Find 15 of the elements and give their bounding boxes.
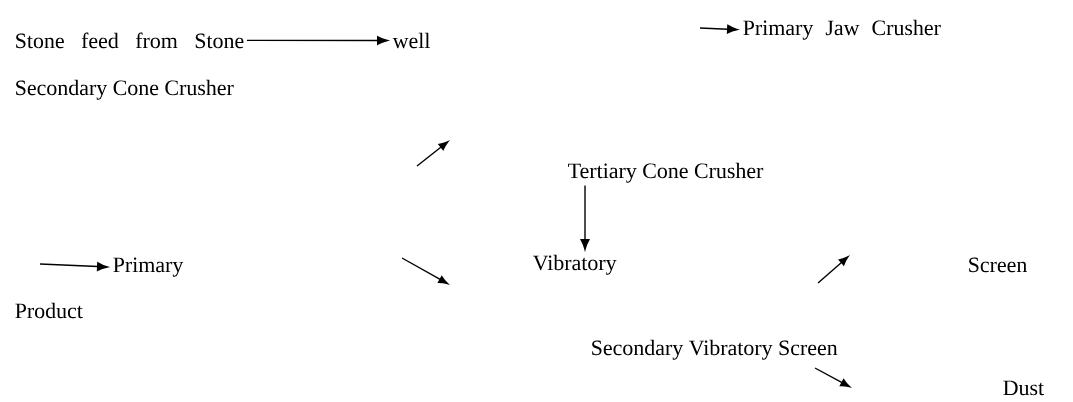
step-label: Secondary Cone Crusher (16, 79, 234, 100)
arrow (39, 262, 108, 272)
step-label: Secondary Vibratory Screen (592, 339, 838, 360)
step-label: Tertiary Cone Crusher (568, 162, 764, 183)
step-label: well (392, 32, 430, 49)
step-label: Screen (969, 257, 1027, 273)
step-label: Vibratory (532, 254, 617, 275)
arrow (699, 24, 738, 34)
step-label: Stone feed from Stone (16, 32, 244, 49)
step-label: Primary Jaw Crusher (743, 19, 941, 40)
arrow (246, 36, 388, 45)
step-label: Product (15, 302, 83, 319)
arrow (580, 184, 590, 250)
step-label: Primary (113, 257, 184, 277)
step-label: Dust (1003, 380, 1044, 396)
